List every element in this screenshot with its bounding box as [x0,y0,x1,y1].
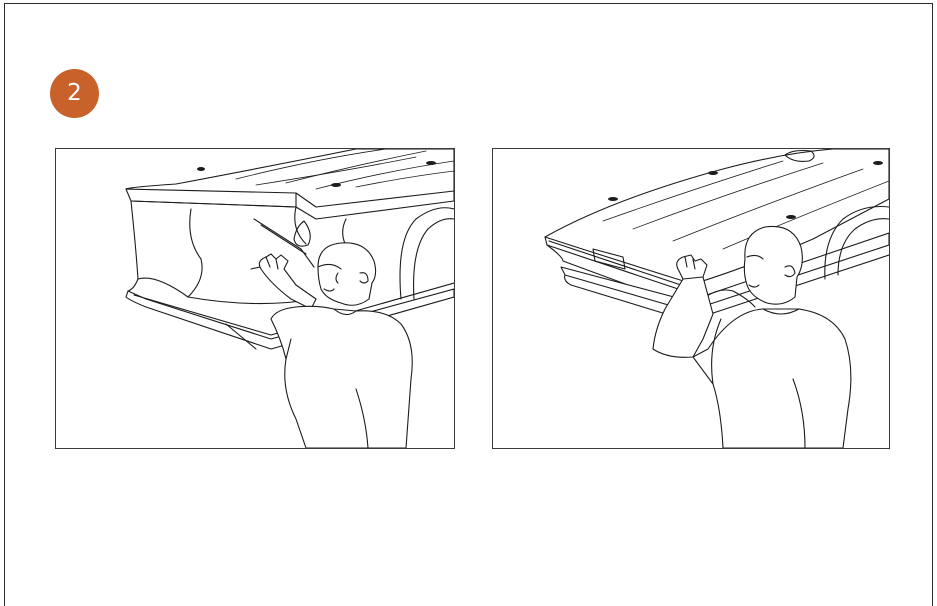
step-number-badge: 2 [50,69,99,118]
left-illustration-drawing [56,149,454,448]
step-number: 2 [67,82,82,105]
left-illustration [55,148,455,449]
right-illustration-drawing [493,149,889,448]
right-illustration [492,148,890,449]
